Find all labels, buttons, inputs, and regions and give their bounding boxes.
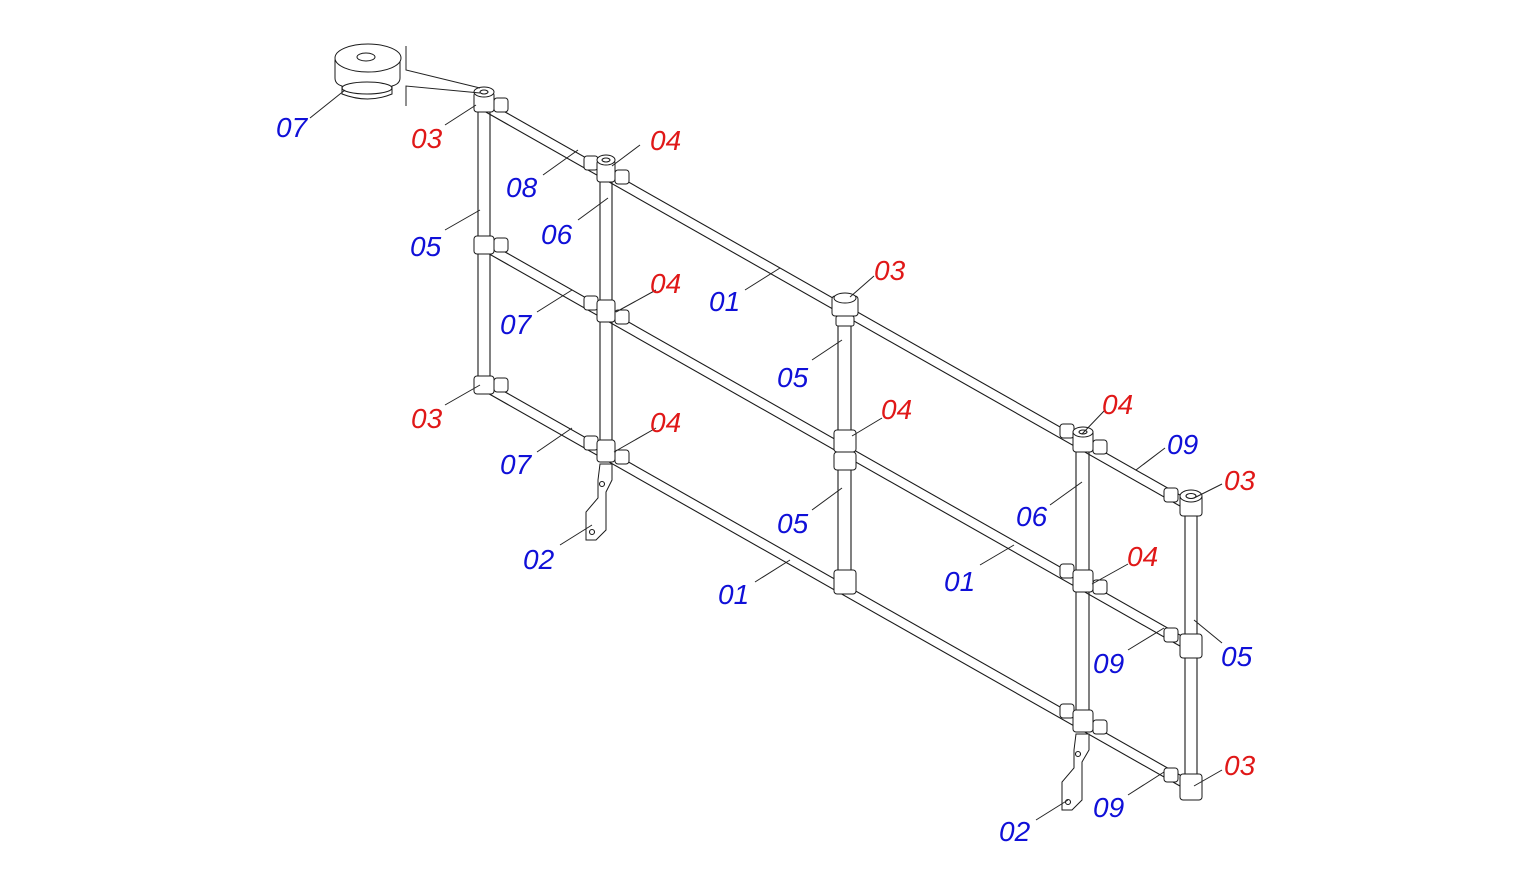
- fitting-04-low: [583, 435, 630, 465]
- fitting-04-top: [583, 154, 630, 185]
- label-06-left: 06: [541, 219, 573, 250]
- label-cap-07: 07: [276, 112, 309, 143]
- leader-lines: [309, 89, 1223, 821]
- fitting-04-right-top: [1059, 423, 1108, 455]
- fitting-right-low: [1059, 703, 1108, 735]
- bracket-right: [1061, 733, 1090, 811]
- fittings: [473, 86, 1203, 801]
- label-07-low: 07: [500, 449, 533, 480]
- fitting-03-top-left: [473, 86, 509, 113]
- fitting-mid-left-end: [473, 235, 509, 255]
- label-01-top: 01: [709, 286, 740, 317]
- part-labels: 07 03 04 08 06 05 07 04 01 03 05 04 03 0…: [276, 112, 1256, 847]
- label-03-right-top: 03: [1224, 465, 1256, 496]
- fitting-04-mid: [583, 295, 630, 325]
- label-02-right: 02: [999, 816, 1031, 847]
- label-02-left: 02: [523, 544, 555, 575]
- label-06-right: 06: [1016, 501, 1048, 532]
- fitting-03-bottom-left: [473, 375, 509, 395]
- label-05-center-lower: 05: [777, 508, 809, 539]
- fitting-03-right-bottom: [1163, 767, 1203, 801]
- label-09-mid: 09: [1093, 648, 1124, 679]
- fitting-03-center: [831, 292, 859, 327]
- label-03-right-bottom: 03: [1224, 750, 1256, 781]
- label-05-center-upper: 05: [777, 362, 809, 393]
- label-05-left: 05: [410, 231, 442, 262]
- label-08: 08: [506, 172, 538, 203]
- fitting-center-bottom: [833, 569, 857, 595]
- fitting-03-right-top: [1163, 487, 1203, 517]
- fitting-right-end-mid: [1163, 627, 1203, 659]
- label-03-bottom-left: 03: [411, 403, 443, 434]
- label-04-center: 04: [881, 394, 912, 425]
- label-07-mid: 07: [500, 309, 533, 340]
- label-09-bottom: 09: [1093, 792, 1124, 823]
- label-04-right-mid: 04: [1127, 541, 1158, 572]
- label-04-mid: 04: [650, 268, 681, 299]
- label-04-right-top: 04: [1102, 389, 1133, 420]
- label-04-top: 04: [650, 125, 681, 156]
- label-01-bottom: 01: [718, 579, 749, 610]
- label-03-center: 03: [874, 255, 906, 286]
- label-03-top-left: 03: [411, 123, 443, 154]
- fitting-04-right-mid: [1059, 563, 1108, 595]
- label-01-mid: 01: [944, 566, 975, 597]
- label-04-low: 04: [650, 407, 681, 438]
- fitting-04-center: [833, 429, 857, 471]
- label-05-right: 05: [1221, 641, 1253, 672]
- label-09-top: 09: [1167, 429, 1198, 460]
- end-cap-detail: [334, 43, 481, 106]
- bracket-left: [585, 463, 613, 541]
